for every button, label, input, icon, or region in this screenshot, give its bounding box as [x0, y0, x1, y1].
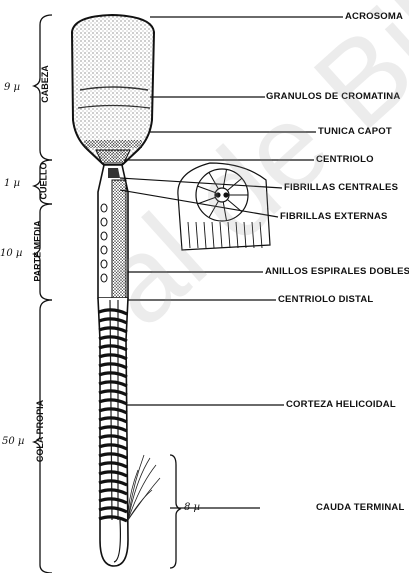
- sperm-neck-midpiece: [98, 165, 128, 298]
- section-cola-propia: COLA PROPIA: [35, 400, 45, 462]
- measure-cabeza: 9 µ: [4, 82, 20, 93]
- measure-cola: 50 µ: [2, 436, 24, 447]
- section-cuello: CUELLO: [39, 163, 49, 200]
- label-corteza-helicoidal: CORTEZA HELICOIDAL: [286, 399, 396, 410]
- section-parte-media: PARTE MEDIA: [33, 220, 43, 281]
- label-anillos-espirales: ANILLOS ESPIRALES DOBLES: [265, 266, 409, 277]
- measure-parte-media: 10 µ: [0, 248, 22, 259]
- label-centriolo-distal: CENTRIOLO DISTAL: [278, 294, 373, 305]
- label-granulos-cromatina: GRANULOS DE CROMATINA: [266, 91, 400, 102]
- label-fibrillas-centrales: FIBRILLAS CENTRALES: [284, 182, 398, 193]
- label-acrosoma: ACROSOMA: [345, 11, 403, 22]
- section-cabeza: CABEZA: [40, 65, 50, 103]
- measure-cuello: 1 µ: [4, 178, 20, 189]
- label-tunica-capot: TUNICA CAPOT: [318, 126, 392, 137]
- label-cauda-terminal: CAUDA TERMINAL: [316, 502, 404, 513]
- measure-cauda: 8 µ: [184, 502, 200, 513]
- label-centriolo: CENTRIOLO: [316, 154, 374, 165]
- terminal-fibres: [128, 455, 160, 520]
- label-fibrillas-externas: FIBRILLAS EXTERNAS: [280, 211, 388, 222]
- sperm-head: [72, 15, 154, 165]
